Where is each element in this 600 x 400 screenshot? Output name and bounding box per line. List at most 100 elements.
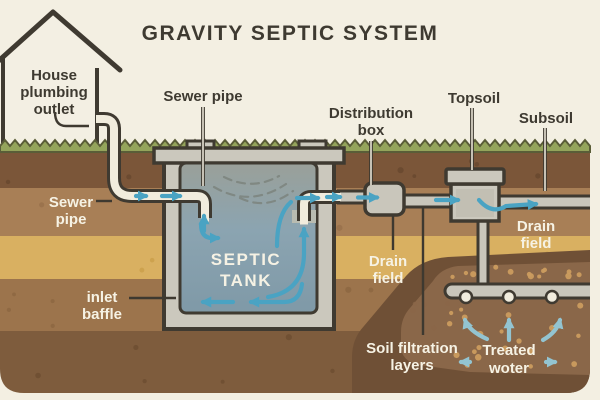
soil-filtration-label: layers (390, 357, 433, 374)
septic-tank-label: SEPTIC (211, 250, 281, 269)
speckle (472, 349, 477, 355)
drop-box-lid (444, 167, 506, 186)
speckle (126, 174, 132, 180)
septic-tank-label: TANK (220, 271, 272, 290)
speckle (526, 348, 534, 355)
page-title: GRAVITY SEPTIC SYSTEM (142, 22, 439, 45)
speckle (459, 307, 464, 312)
speckle (528, 364, 533, 369)
speckle (542, 267, 548, 273)
speckle (537, 274, 542, 279)
speckle (418, 298, 423, 303)
perforation-holes (458, 289, 560, 305)
speckle (35, 372, 41, 379)
text-labels: GRAVITY SEPTIC SYSTEM House plumbing out… (20, 22, 573, 377)
treated-water-label: woter (488, 360, 529, 377)
speckle (577, 302, 584, 309)
speckle (285, 334, 292, 341)
tank-lid (152, 146, 346, 165)
speckle (516, 338, 522, 344)
pipe-hole (458, 289, 474, 305)
treated-water-arrow (462, 317, 490, 342)
speckle (50, 323, 55, 328)
leader-lines (53, 107, 547, 335)
speckle (410, 307, 416, 314)
speckle (139, 267, 145, 273)
house-outlet-label: outlet (34, 101, 75, 118)
speckle (345, 286, 352, 293)
speckle (133, 344, 139, 351)
distribution-box-label: Distribution (329, 105, 413, 122)
speckle (142, 378, 147, 384)
pipe-hole (544, 289, 560, 305)
speckle (565, 272, 572, 280)
speckle (12, 292, 16, 297)
inlet-baffle-label: inlet (87, 289, 118, 306)
drain-field-1-label: Drain (369, 253, 407, 270)
speckle (412, 301, 417, 307)
house-outlet-leader (53, 111, 89, 128)
speckle (450, 274, 455, 280)
gravel-dots (410, 264, 584, 369)
flow-arrow (248, 281, 305, 308)
speckle (505, 312, 512, 318)
speckle (449, 310, 454, 316)
scum-swirls (212, 174, 295, 205)
speckle (39, 202, 45, 208)
speckle (499, 329, 504, 334)
house (0, 9, 123, 143)
speckle (412, 174, 417, 179)
septic-tank (152, 139, 346, 331)
speckle (336, 224, 343, 231)
flow-arrow (198, 221, 221, 244)
speckle (397, 167, 404, 174)
drain-field-1-label: field (373, 270, 404, 287)
speckle (476, 344, 482, 351)
speckle (50, 299, 55, 304)
drop-box-inner (456, 189, 494, 217)
speckle (474, 161, 480, 167)
subsoil-label: Subsoil (519, 110, 573, 127)
speckle (5, 179, 11, 185)
speckle (535, 173, 541, 179)
speckle (446, 321, 453, 327)
speckle (220, 379, 225, 384)
tank-water (178, 161, 319, 315)
house-roof (0, 9, 123, 73)
speckle (474, 354, 482, 361)
sewer-pipe-top-label: Sewer pipe (163, 88, 242, 105)
topsoil-label: Topsoil (448, 90, 500, 107)
house-outlet-label: House (31, 67, 77, 84)
treated-water-arrow (540, 317, 564, 343)
house-outlet-label: plumbing (20, 84, 88, 101)
speckle (463, 270, 469, 276)
speckle (453, 351, 460, 359)
sewer-pipe-bore (96, 115, 209, 218)
speckle (507, 268, 514, 275)
speckle (576, 333, 581, 339)
soil-filtration-label: Soil filtration (366, 340, 458, 357)
flow-arrows (133, 190, 564, 368)
speckle (6, 307, 12, 313)
speckle (445, 301, 451, 307)
inlet-baffle-label: baffle (82, 306, 122, 323)
treated-water-label: Treated (482, 342, 535, 359)
flow-arrow (265, 226, 310, 300)
speckle (149, 257, 155, 263)
speckle (502, 345, 509, 352)
flow-arrow (476, 197, 539, 212)
speckle (527, 273, 534, 280)
drain-field-2-label: Drain (517, 218, 555, 235)
sewer-pipe-left-label: pipe (56, 211, 87, 228)
speckle (431, 325, 437, 331)
speckle (571, 361, 578, 367)
speckle (566, 269, 572, 275)
speckle (368, 287, 374, 293)
drain-field-2-label: field (521, 235, 552, 252)
speckle (330, 368, 335, 374)
speckle (576, 272, 582, 278)
sewer-pipe-left-label: Sewer (49, 194, 93, 211)
pipe-hole (501, 289, 517, 305)
